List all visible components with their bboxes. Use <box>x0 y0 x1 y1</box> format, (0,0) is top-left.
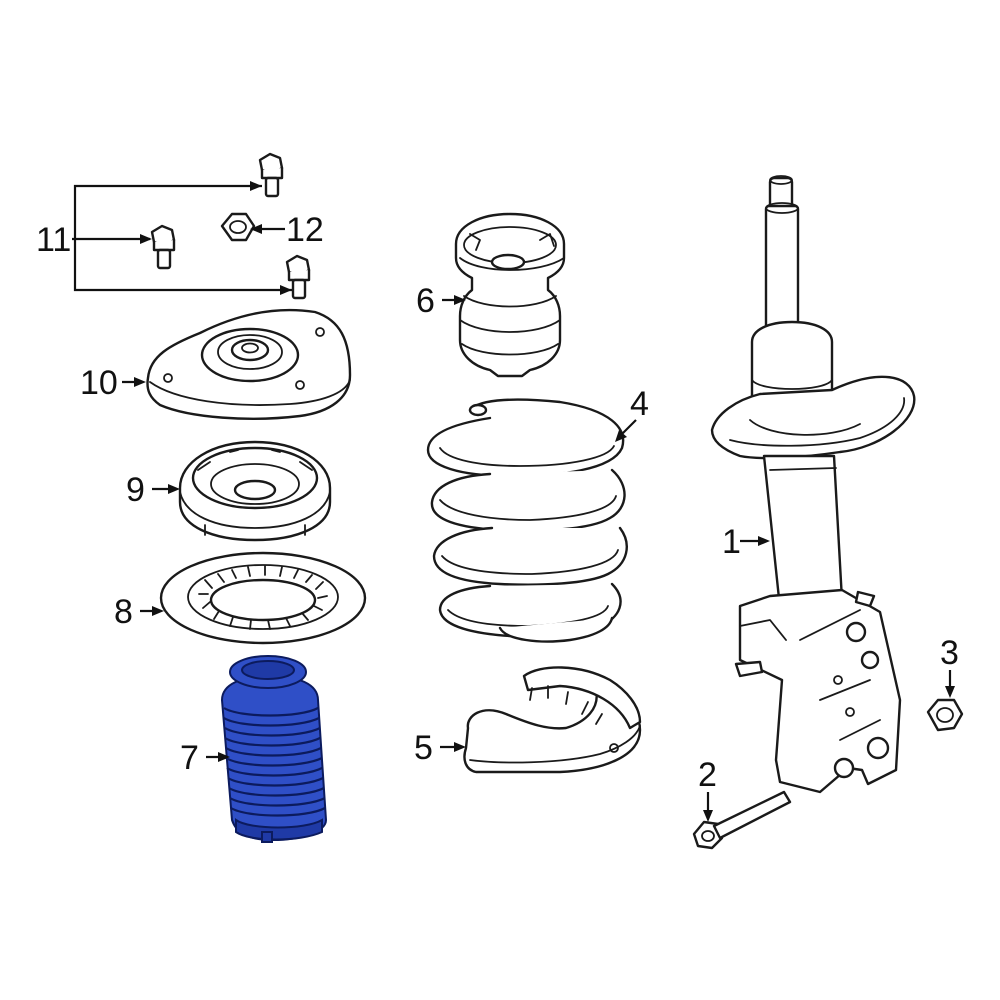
bolt-middle <box>150 224 176 270</box>
part-1-strut[interactable] <box>710 175 916 794</box>
callout-3: 3 <box>940 634 959 672</box>
part-12-nut[interactable] <box>220 212 285 242</box>
part-8-spring-seat[interactable] <box>159 551 367 645</box>
callout-7: 7 <box>180 739 199 777</box>
bolt-bottom <box>285 254 311 300</box>
callout-11: 11 <box>36 221 71 259</box>
leader-arrows <box>122 295 955 822</box>
callout-12: 12 <box>286 211 324 249</box>
callout-1: 1 <box>722 523 741 561</box>
part-5-lower-seat[interactable] <box>463 666 642 774</box>
part-3-nut[interactable] <box>926 698 964 732</box>
part-2-bolt[interactable] <box>692 790 792 850</box>
callout-2: 2 <box>698 756 717 794</box>
callout-6: 6 <box>416 282 435 320</box>
part-10-upper-mount[interactable] <box>146 308 352 420</box>
part-6-bump-stop[interactable] <box>454 212 566 378</box>
callout-5: 5 <box>414 729 433 767</box>
callout-8: 8 <box>114 593 133 631</box>
callout-10: 10 <box>80 364 118 402</box>
part-9-bearing[interactable] <box>178 440 332 542</box>
bolt-top <box>258 152 284 198</box>
callout-9: 9 <box>126 471 145 509</box>
callout-4: 4 <box>630 385 649 423</box>
part-4-coil-spring[interactable] <box>426 398 628 643</box>
callout-labels: 1 2 3 4 5 6 7 8 9 10 11 12 <box>36 211 959 794</box>
part-7-dust-boot[interactable] <box>221 655 327 843</box>
part-11-bolts[interactable] <box>72 152 311 300</box>
